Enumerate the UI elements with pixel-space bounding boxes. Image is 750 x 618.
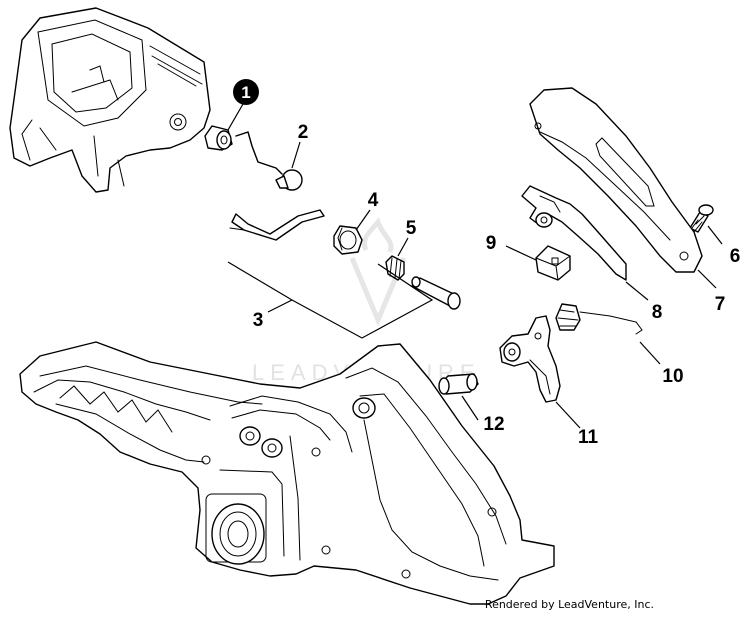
leader-3-stem — [267, 299, 293, 313]
part-8-lockout-lever[interactable] — [521, 185, 627, 281]
callout-1-badge — [233, 79, 259, 105]
carburetor-box[interactable] — [9, 7, 211, 193]
leader-2 — [291, 141, 301, 169]
part-3-throttle-link[interactable] — [229, 209, 325, 241]
callout-4: 4 — [368, 190, 379, 211]
callout-3: 3 — [253, 310, 264, 331]
part-7-handle-cover[interactable] — [529, 87, 703, 273]
callout-8: 8 — [652, 302, 663, 323]
leader-4 — [355, 209, 371, 231]
render-credit: Rendered by LeadVenture, Inc. — [484, 598, 654, 611]
callout-labels: 1 2 3 4 5 6 7 8 9 10 11 12 — [233, 79, 740, 448]
callout-6: 6 — [730, 246, 741, 267]
part-1-grommet[interactable] — [204, 125, 233, 151]
leader-6 — [707, 225, 723, 245]
leader-3-bracket — [227, 261, 434, 339]
part-12-pin[interactable] — [438, 373, 479, 395]
leader-11 — [555, 401, 581, 429]
callout-1: 1 — [241, 83, 250, 102]
callout-10: 10 — [662, 366, 683, 387]
leader-lines — [227, 103, 723, 429]
part-9-pad[interactable] — [535, 245, 571, 281]
part-4-bushing[interactable] — [333, 225, 363, 255]
part-6-screw[interactable] — [689, 204, 714, 233]
callout-5: 5 — [406, 218, 417, 239]
part-5-spring[interactable] — [385, 255, 405, 281]
leader-10 — [639, 341, 661, 365]
callout-7: 7 — [715, 294, 726, 315]
callout-11: 11 — [578, 427, 599, 448]
leader-8 — [625, 281, 649, 301]
rear-handle-housing[interactable] — [19, 341, 555, 605]
leader-5 — [397, 237, 409, 257]
callout-9: 9 — [486, 233, 497, 254]
part-10-trigger-spring[interactable] — [555, 303, 643, 335]
leader-1 — [227, 103, 244, 131]
part-11-trigger[interactable] — [499, 315, 561, 403]
part-2-choke-rod[interactable] — [235, 131, 303, 191]
callout-2: 2 — [298, 122, 309, 143]
leader-9 — [505, 245, 537, 261]
throttle-pin[interactable] — [411, 276, 461, 310]
leader-12 — [461, 395, 479, 421]
leader-7 — [697, 269, 717, 289]
callout-12: 12 — [483, 414, 504, 435]
